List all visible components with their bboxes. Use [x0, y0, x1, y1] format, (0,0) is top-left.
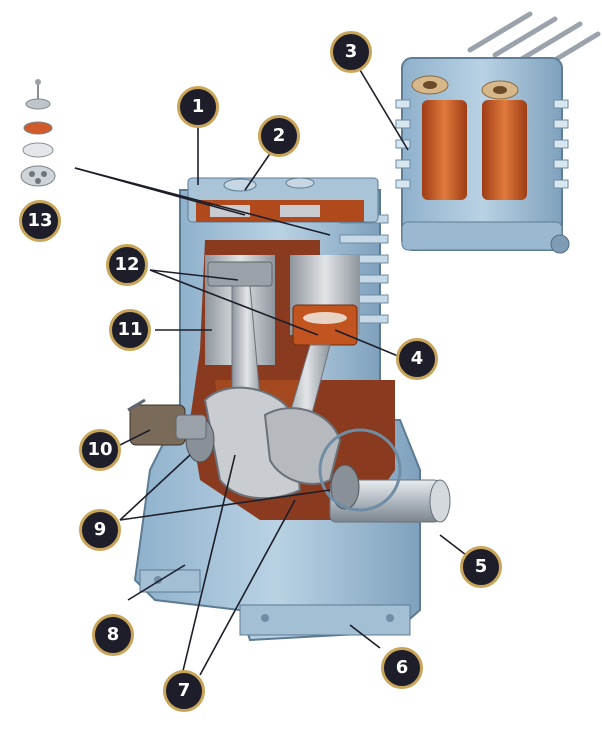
leader-lines [74, 69, 471, 676]
callout-6: 6 [381, 647, 423, 689]
callout-10: 10 [79, 429, 121, 471]
callout-13: 13 [19, 200, 61, 242]
callout-11: 11 [109, 309, 151, 351]
valve-parts [20, 79, 56, 187]
callout-5: 5 [460, 546, 502, 588]
cylinder-head-detail [395, 11, 601, 254]
callout-1: 1 [177, 86, 219, 128]
callout-7: 7 [163, 670, 205, 712]
callout-8: 8 [92, 614, 134, 656]
callout-9: 9 [79, 509, 121, 551]
callout-12: 12 [106, 244, 148, 286]
callout-3: 3 [330, 31, 372, 73]
callout-2: 2 [258, 115, 300, 157]
compressor-body [127, 177, 451, 642]
callout-4: 4 [396, 338, 438, 380]
